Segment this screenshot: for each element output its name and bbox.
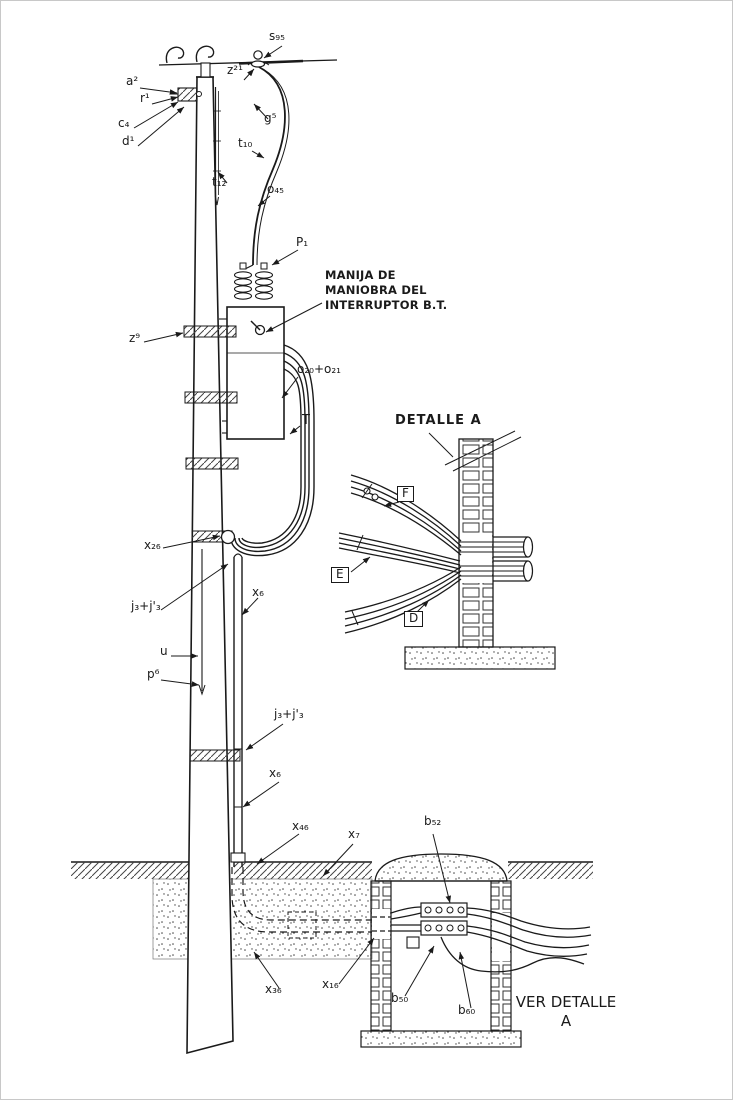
label-b52: b₅₂ [424,814,442,828]
detail-a-foundation [404,646,556,670]
loop-clamp [220,529,236,545]
label-t10: t₁₀ [238,136,253,150]
detail-label-f: F [397,486,414,502]
pole-bands [183,325,241,762]
detail-label-e: E [331,567,349,583]
detail-cables-D [344,566,462,634]
terminal-blocks [406,902,468,949]
label-t12: t₁₂ [212,175,227,189]
detail-a-through-cables [459,541,524,577]
label-b50: b₅₀ [391,991,409,1005]
vault-left-wall [370,880,392,1032]
transformer-bushings [233,262,274,300]
label-x6-lower: x₆ [269,766,281,780]
vault-floor-slab [360,1030,522,1048]
label-c4: c₄ [118,116,130,130]
detail-a [338,430,556,670]
label-j3-j3-upper: j₃+j'₃ [131,599,161,613]
leader-lines [133,45,472,1009]
note-ver-detalle: VER DETALLE A [515,993,617,1030]
drop-cable [252,66,290,266]
label-o45: o₄₅ [267,182,284,196]
cable-loop [191,344,315,557]
label-p1: P₁ [296,235,309,249]
line-hook-left [165,46,185,64]
vault-cables [390,906,592,973]
detail-cables-E [338,532,461,574]
earth-conductor [198,549,206,696]
detail-a-pipes [493,536,534,582]
label-p6: p⁶ [147,667,160,681]
detail-label-d: D [404,611,424,627]
label-r1: r¹ [140,91,150,105]
label-j3-j3-lower: j₃+j'₃ [274,707,304,721]
underground-duct [231,867,391,939]
cable-conduit [230,553,246,867]
label-z21: z²¹ [227,63,243,77]
label-x26: x₂₆ [144,538,161,552]
line-hook-right [195,45,215,63]
note-manija: MANIJA DE MANIOBRA DEL INTERRUPTOR B.T. [325,268,448,312]
detail-cables-F [350,474,462,556]
overhead-line [158,45,338,66]
label-o20-o21: o₂₀+o₂₁ [297,362,341,376]
label-d1: d¹ [122,134,135,148]
label-t: T [302,413,310,428]
label-x6-upper: x₆ [252,585,264,599]
ground-surface [71,861,593,879]
line-insulator [247,50,270,68]
label-g5: g⁵ [264,111,277,125]
label-x16: x₁₆ [322,977,339,991]
label-x7: x₇ [348,827,360,841]
label-u: u [160,644,168,658]
lv-switch-box [219,306,285,440]
label-x36: x₃₆ [265,982,282,996]
pole-top-hardware [171,62,211,102]
label-x46: x₄₆ [292,819,309,833]
label-b60: b₆₀ [458,1003,476,1017]
label-a2: a² [126,74,139,88]
label-z9: z⁹ [129,331,141,345]
label-s95: s₉₅ [269,29,285,43]
detail-a-title: DETALLE A [395,413,482,428]
